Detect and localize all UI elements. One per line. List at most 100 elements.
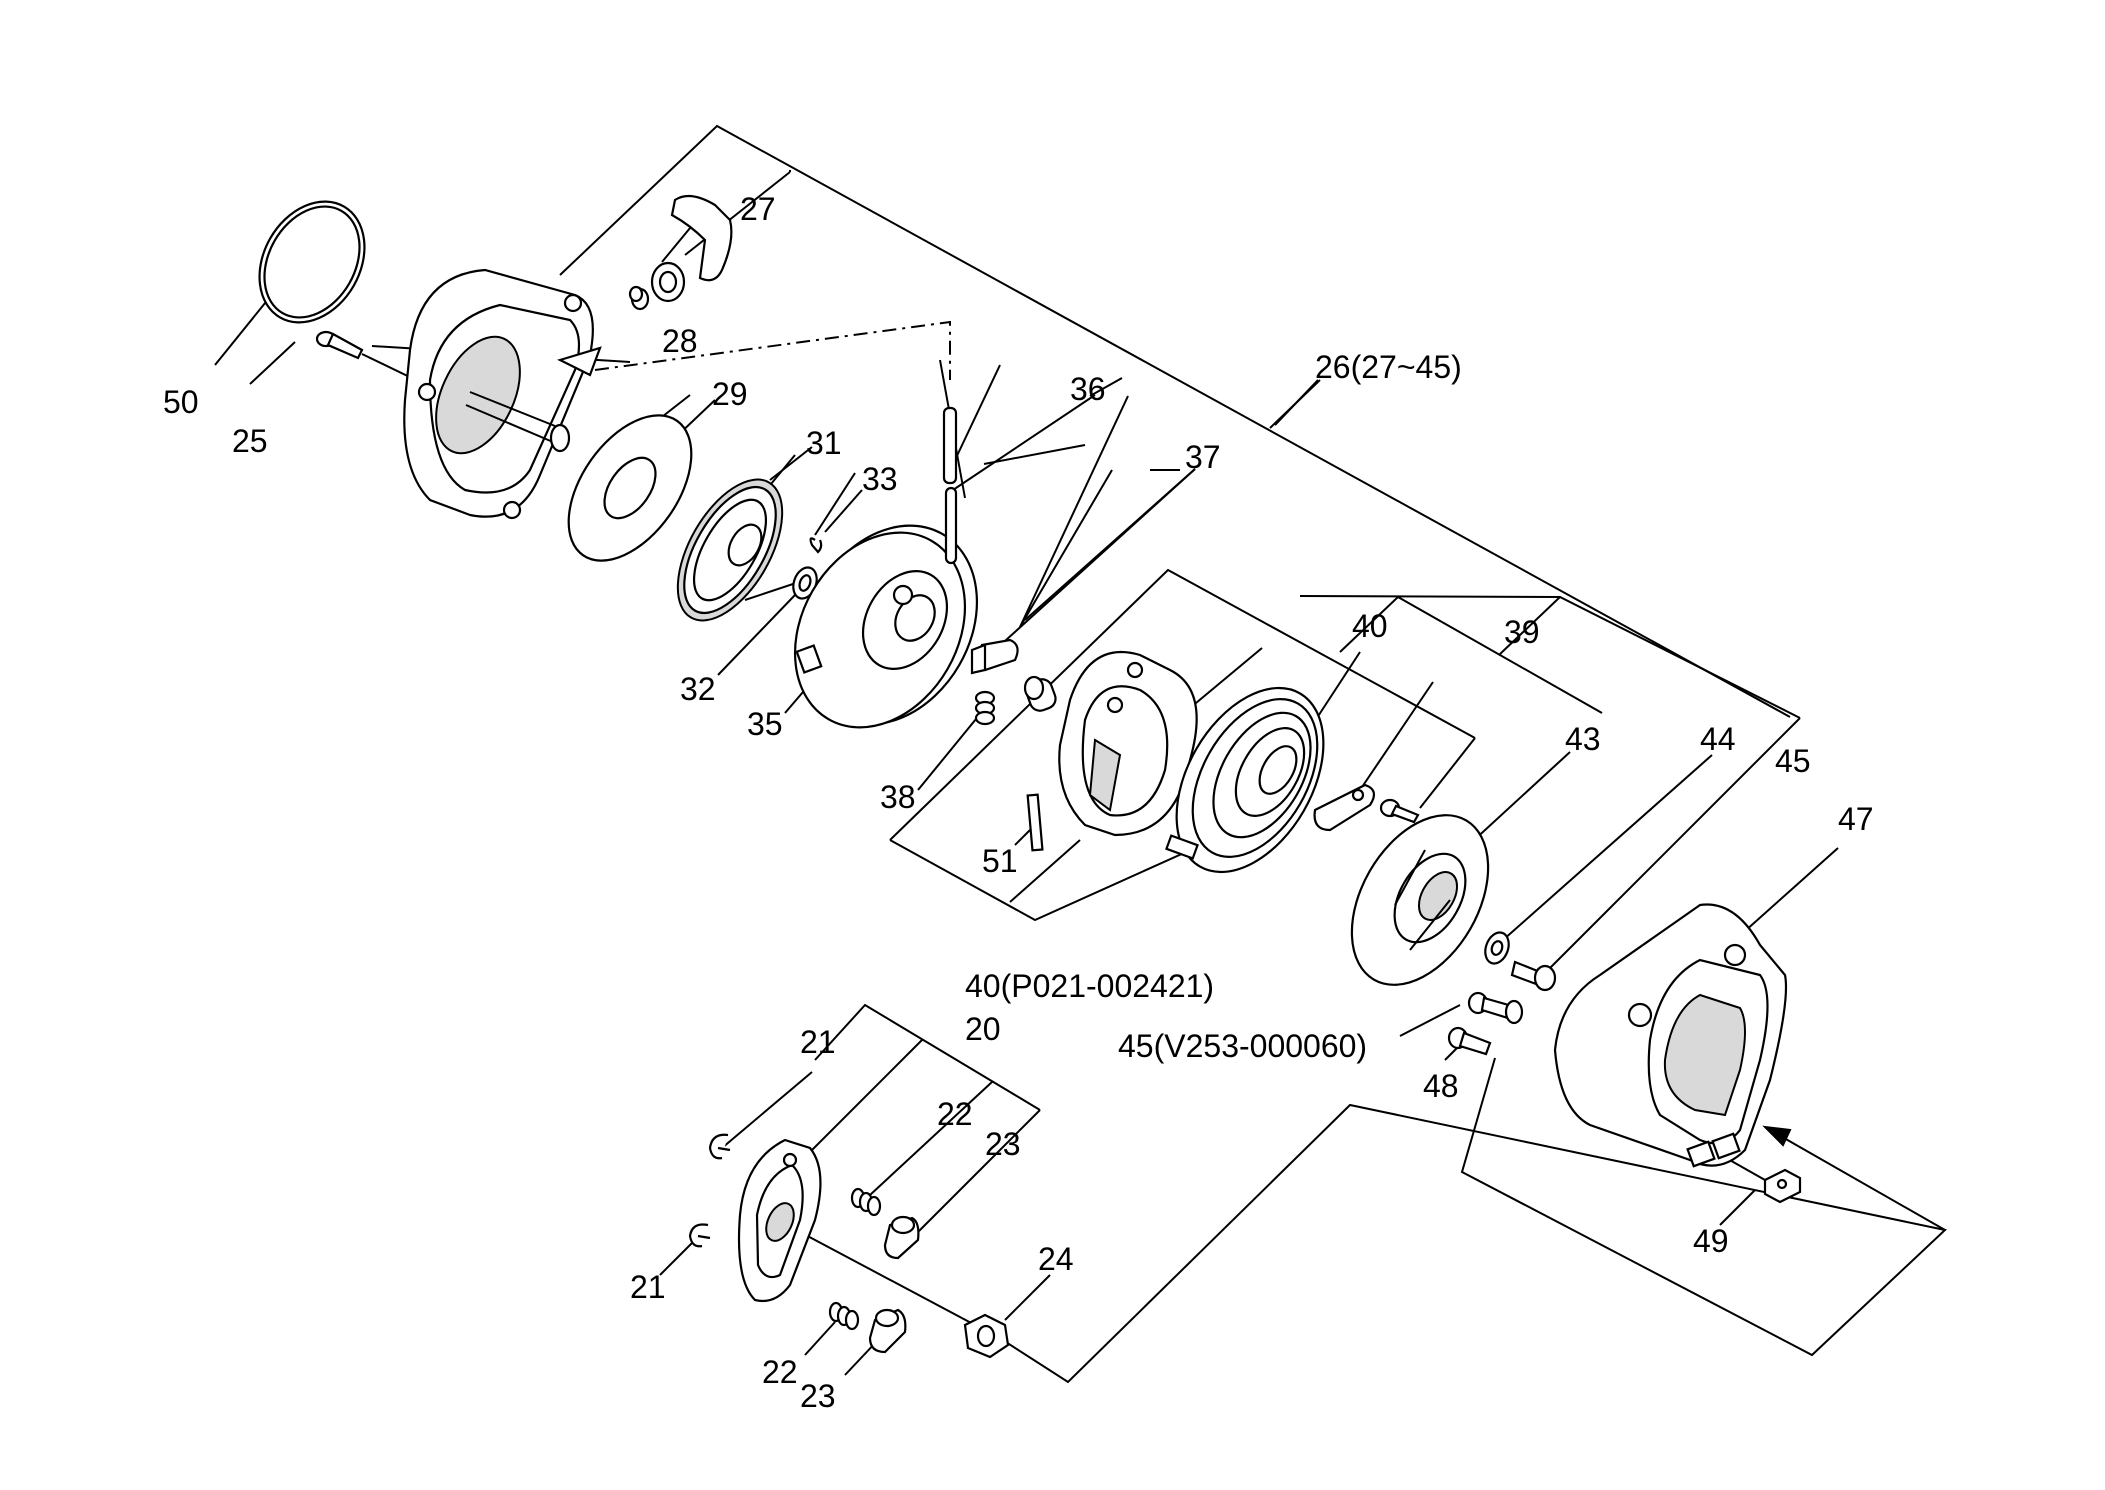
plate-hole bbox=[1351, 788, 1365, 802]
leader-33 bbox=[824, 489, 863, 533]
part-38-spring bbox=[974, 690, 996, 726]
label-24: 24 bbox=[1038, 1241, 1074, 1277]
leader-23a bbox=[909, 1109, 1041, 1241]
label-48: 48 bbox=[1423, 1068, 1459, 1104]
leader-51 bbox=[1014, 829, 1031, 846]
leader-37b bbox=[994, 468, 1196, 651]
part-47-fan-housing bbox=[1553, 903, 1788, 1168]
label-22b: 22 bbox=[762, 1354, 798, 1390]
part-22b-spring bbox=[828, 1301, 860, 1331]
leader-45 bbox=[1539, 717, 1801, 979]
leader-21a bbox=[721, 1071, 813, 1149]
part-35-pulley bbox=[793, 524, 979, 729]
leader-22b bbox=[804, 1321, 836, 1356]
label-21b: 21 bbox=[630, 1269, 666, 1305]
bracket-40p-bottom bbox=[889, 839, 1196, 922]
label-31: 31 bbox=[806, 425, 842, 461]
label-40: 40 bbox=[1352, 608, 1388, 644]
label-49: 49 bbox=[1693, 1223, 1729, 1259]
bracket-40p bbox=[889, 568, 1476, 841]
part-spiral-spring bbox=[1165, 686, 1325, 874]
leader-40-b bbox=[1359, 681, 1434, 791]
pin-dash-line bbox=[594, 320, 951, 380]
leader-49 bbox=[1719, 1189, 1756, 1226]
label-50: 50 bbox=[163, 384, 199, 420]
leader-36b bbox=[1089, 377, 1123, 397]
label-23a: 23 bbox=[985, 1126, 1021, 1162]
label-45v: 45(V253-000060) bbox=[1118, 1028, 1367, 1064]
part-22a-spring bbox=[850, 1187, 882, 1217]
part-23a-shoe bbox=[883, 1215, 920, 1260]
part-43-cover bbox=[1350, 814, 1490, 986]
label-45: 45 bbox=[1775, 743, 1811, 779]
leader-40-c bbox=[1419, 737, 1476, 809]
part-27-handle bbox=[650, 194, 733, 303]
part-collar bbox=[1023, 675, 1057, 712]
assembly-path bbox=[994, 1057, 1948, 1384]
label-33: 33 bbox=[862, 461, 898, 497]
part-20-clutch-body bbox=[737, 1138, 822, 1303]
part-37-ratchet bbox=[970, 638, 1019, 675]
bracket-40 bbox=[1339, 595, 1603, 714]
label-40p: 40(P021-002421) bbox=[965, 968, 1214, 1004]
part-45v-bolt bbox=[1467, 991, 1524, 1025]
label-38: 38 bbox=[880, 779, 916, 815]
leader-44 bbox=[1502, 754, 1713, 941]
part-plate bbox=[1313, 783, 1376, 832]
label-21a: 21 bbox=[800, 1024, 836, 1060]
label-36: 36 bbox=[1070, 371, 1106, 407]
leader-36 bbox=[949, 394, 1096, 493]
part-24-nut bbox=[963, 1313, 1010, 1359]
part-33-clip bbox=[809, 537, 823, 554]
label-37: 37 bbox=[1185, 439, 1221, 475]
label-22a: 22 bbox=[937, 1096, 973, 1132]
arrow-path-47 bbox=[1769, 1129, 1946, 1231]
leader-20 bbox=[811, 1039, 923, 1151]
part-49-nut bbox=[1763, 1168, 1802, 1204]
leader-43 bbox=[1471, 751, 1571, 843]
label-25: 25 bbox=[232, 423, 268, 459]
part-36-pin bbox=[942, 406, 958, 565]
label-29: 29 bbox=[712, 376, 748, 412]
leader-32 bbox=[717, 594, 796, 676]
label-43: 43 bbox=[1565, 721, 1601, 757]
label-32: 32 bbox=[680, 671, 716, 707]
part-44-washer bbox=[1484, 931, 1510, 965]
leader-38 bbox=[917, 707, 986, 791]
label-44: 44 bbox=[1700, 721, 1736, 757]
part-plate-screw bbox=[1379, 798, 1420, 824]
part-51-key bbox=[1026, 793, 1044, 852]
label-51: 51 bbox=[982, 843, 1018, 879]
part-28-spring bbox=[628, 285, 650, 311]
part-45-bolt bbox=[1510, 960, 1557, 992]
part-23b-shoe bbox=[868, 1308, 907, 1354]
part-48-bolt bbox=[1447, 1026, 1492, 1056]
label-35: 35 bbox=[747, 706, 783, 742]
bracket-39 bbox=[1499, 595, 1801, 719]
label-27: 27 bbox=[740, 191, 776, 227]
bracket-20 bbox=[814, 1003, 1041, 1111]
label-26: 26(27~45) bbox=[1315, 349, 1462, 385]
leader-22a bbox=[869, 1081, 993, 1196]
label-47: 47 bbox=[1838, 801, 1874, 837]
part-labels: 27 28 29 50 25 36 26(27~45) 31 33 37 40 … bbox=[163, 191, 1874, 1414]
leader-45v bbox=[1399, 1004, 1461, 1037]
arrow-head-47 bbox=[1762, 1125, 1792, 1147]
label-23b: 23 bbox=[800, 1378, 836, 1414]
shaft-line-20 bbox=[799, 1231, 976, 1326]
leader-40p-b bbox=[1189, 647, 1263, 709]
part-50-o-ring bbox=[258, 200, 366, 324]
part-21b-clip bbox=[688, 1223, 711, 1248]
part-29-washer bbox=[567, 414, 693, 562]
bracket-26-lines bbox=[1274, 379, 1319, 426]
label-20: 20 bbox=[965, 1011, 1001, 1047]
label-39: 39 bbox=[1504, 614, 1540, 650]
leader-24 bbox=[1004, 1274, 1051, 1321]
leader-31 bbox=[769, 446, 813, 481]
part-25-screw bbox=[315, 330, 421, 383]
part-21a-clip bbox=[708, 1133, 731, 1160]
leader-40p-a bbox=[1009, 839, 1081, 903]
label-28: 28 bbox=[662, 323, 698, 359]
part-starter-housing bbox=[403, 268, 602, 520]
